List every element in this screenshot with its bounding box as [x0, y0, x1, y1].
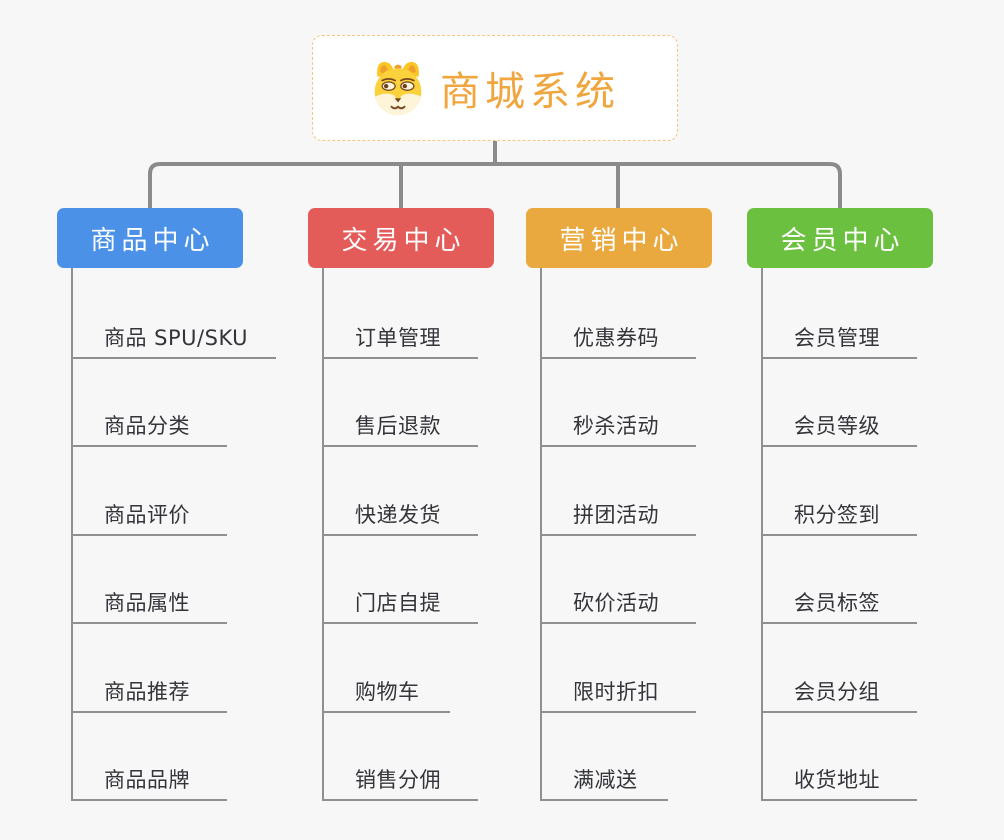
root-to-branches-connector — [148, 141, 842, 208]
leaf-node[interactable]: 积分签到 — [761, 498, 917, 536]
leaf-node[interactable]: 满减送 — [540, 763, 668, 801]
branch-node-marketing-center[interactable]: 营销中心 — [526, 208, 712, 268]
leaf-node[interactable]: 商品品牌 — [71, 763, 227, 801]
root-node[interactable]: 商城系统 — [312, 35, 678, 141]
leaf-node[interactable]: 售后退款 — [322, 409, 478, 447]
leaf-node[interactable]: 砍价活动 — [540, 586, 696, 624]
leaf-node[interactable]: 拼团活动 — [540, 498, 696, 536]
leaf-node[interactable]: 商品 SPU/SKU — [71, 321, 276, 359]
branch-node-member-center[interactable]: 会员中心 — [747, 208, 933, 268]
leaf-node[interactable]: 会员标签 — [761, 586, 917, 624]
root-node-title: 商城系统 — [440, 69, 620, 115]
leaf-node[interactable]: 订单管理 — [322, 321, 478, 359]
leaf-node[interactable]: 门店自提 — [322, 586, 478, 624]
leaf-node[interactable]: 会员分组 — [761, 675, 917, 713]
leaf-node[interactable]: 收货地址 — [761, 763, 917, 801]
leaf-node[interactable]: 快递发货 — [322, 498, 478, 536]
leaf-node[interactable]: 商品属性 — [71, 586, 227, 624]
leaf-node[interactable]: 销售分佣 — [322, 763, 478, 801]
dog-face-icon — [370, 60, 426, 116]
leaf-node[interactable]: 购物车 — [322, 675, 450, 713]
leaf-node[interactable]: 会员等级 — [761, 409, 917, 447]
leaf-node[interactable]: 会员管理 — [761, 321, 917, 359]
leaf-node[interactable]: 优惠券码 — [540, 321, 696, 359]
branch-node-product-center[interactable]: 商品中心 — [57, 208, 243, 268]
leaf-node[interactable]: 商品分类 — [71, 409, 227, 447]
leaf-node[interactable]: 秒杀活动 — [540, 409, 696, 447]
branch-node-trade-center[interactable]: 交易中心 — [308, 208, 494, 268]
leaf-node[interactable]: 商品推荐 — [71, 675, 227, 713]
leaf-node[interactable]: 限时折扣 — [540, 675, 696, 713]
leaf-node[interactable]: 商品评价 — [71, 498, 227, 536]
